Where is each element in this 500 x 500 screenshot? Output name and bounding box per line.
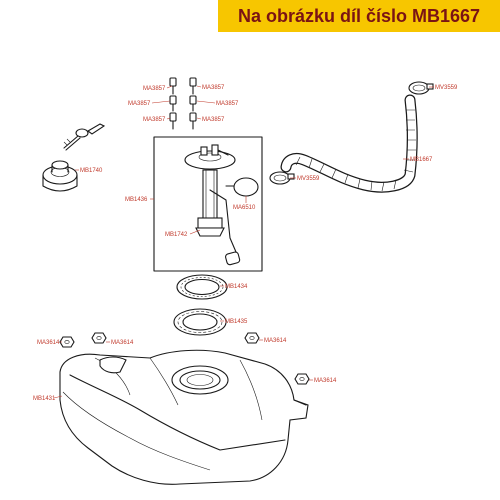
part-label-ma3857: MA3857 (202, 85, 225, 91)
part-label-ma3614: MA3614 (37, 340, 60, 346)
part-label-mv3559: MV3559 (297, 176, 320, 182)
part-label-ma3857: MA3857 (143, 117, 166, 123)
part-label-ma3857: MA3857 (143, 86, 166, 92)
fuel-tank (59, 349, 309, 485)
fuel-pump-assembly (184, 144, 241, 266)
part-label-mv3559: MV3559 (435, 85, 458, 91)
o-ring-seal (233, 177, 259, 197)
part-label-ma3614: MA3614 (264, 338, 287, 344)
screw-icon (189, 77, 197, 95)
screw-icon (189, 112, 197, 130)
hose-clamp-icon (408, 81, 434, 95)
page-title: Na obrázku díl číslo MB1667 (218, 0, 500, 32)
part-labels: MA3857 MA3857 MA3857 MA3857 MA3857 MA385… (33, 85, 458, 402)
part-label-ma3614: MA3614 (314, 378, 337, 384)
part-label-mb1434: MB1434 (225, 284, 248, 290)
leader-lines (53, 85, 434, 399)
hose-clamp-icon (269, 171, 295, 185)
part-label-mb1435: MB1435 (225, 319, 248, 325)
locking-ring (173, 308, 227, 336)
screw-icon (169, 95, 177, 112)
part-label-mb1667: MB1667 (410, 157, 433, 163)
pump-gasket (176, 274, 228, 300)
screw-icon (169, 77, 177, 95)
nut-icon (294, 373, 310, 385)
fuel-hose (280, 94, 418, 193)
filler-cap (42, 160, 78, 192)
part-label-mb1436: MB1436 (125, 197, 148, 203)
fuel-float (225, 251, 241, 266)
screw-group (169, 77, 197, 130)
part-label-mb1742: MB1742 (165, 232, 188, 238)
nut-icon (91, 332, 107, 344)
part-label-ma3857: MA3857 (202, 117, 225, 123)
screw-icon (169, 112, 177, 130)
part-label-mb1740: MB1740 (80, 168, 103, 174)
part-label-ma6510: MA6510 (233, 205, 256, 211)
part-label-ma3614: MA3614 (111, 340, 134, 346)
part-label-mb1431: MB1431 (33, 396, 56, 402)
part-label-ma3857: MA3857 (128, 101, 151, 107)
key-icon (63, 123, 106, 151)
screw-icon (189, 95, 197, 112)
nut-icon (244, 332, 260, 344)
part-label-ma3857: MA3857 (216, 101, 239, 107)
nut-icon (59, 336, 75, 348)
fuel-pump-frame (153, 136, 263, 272)
